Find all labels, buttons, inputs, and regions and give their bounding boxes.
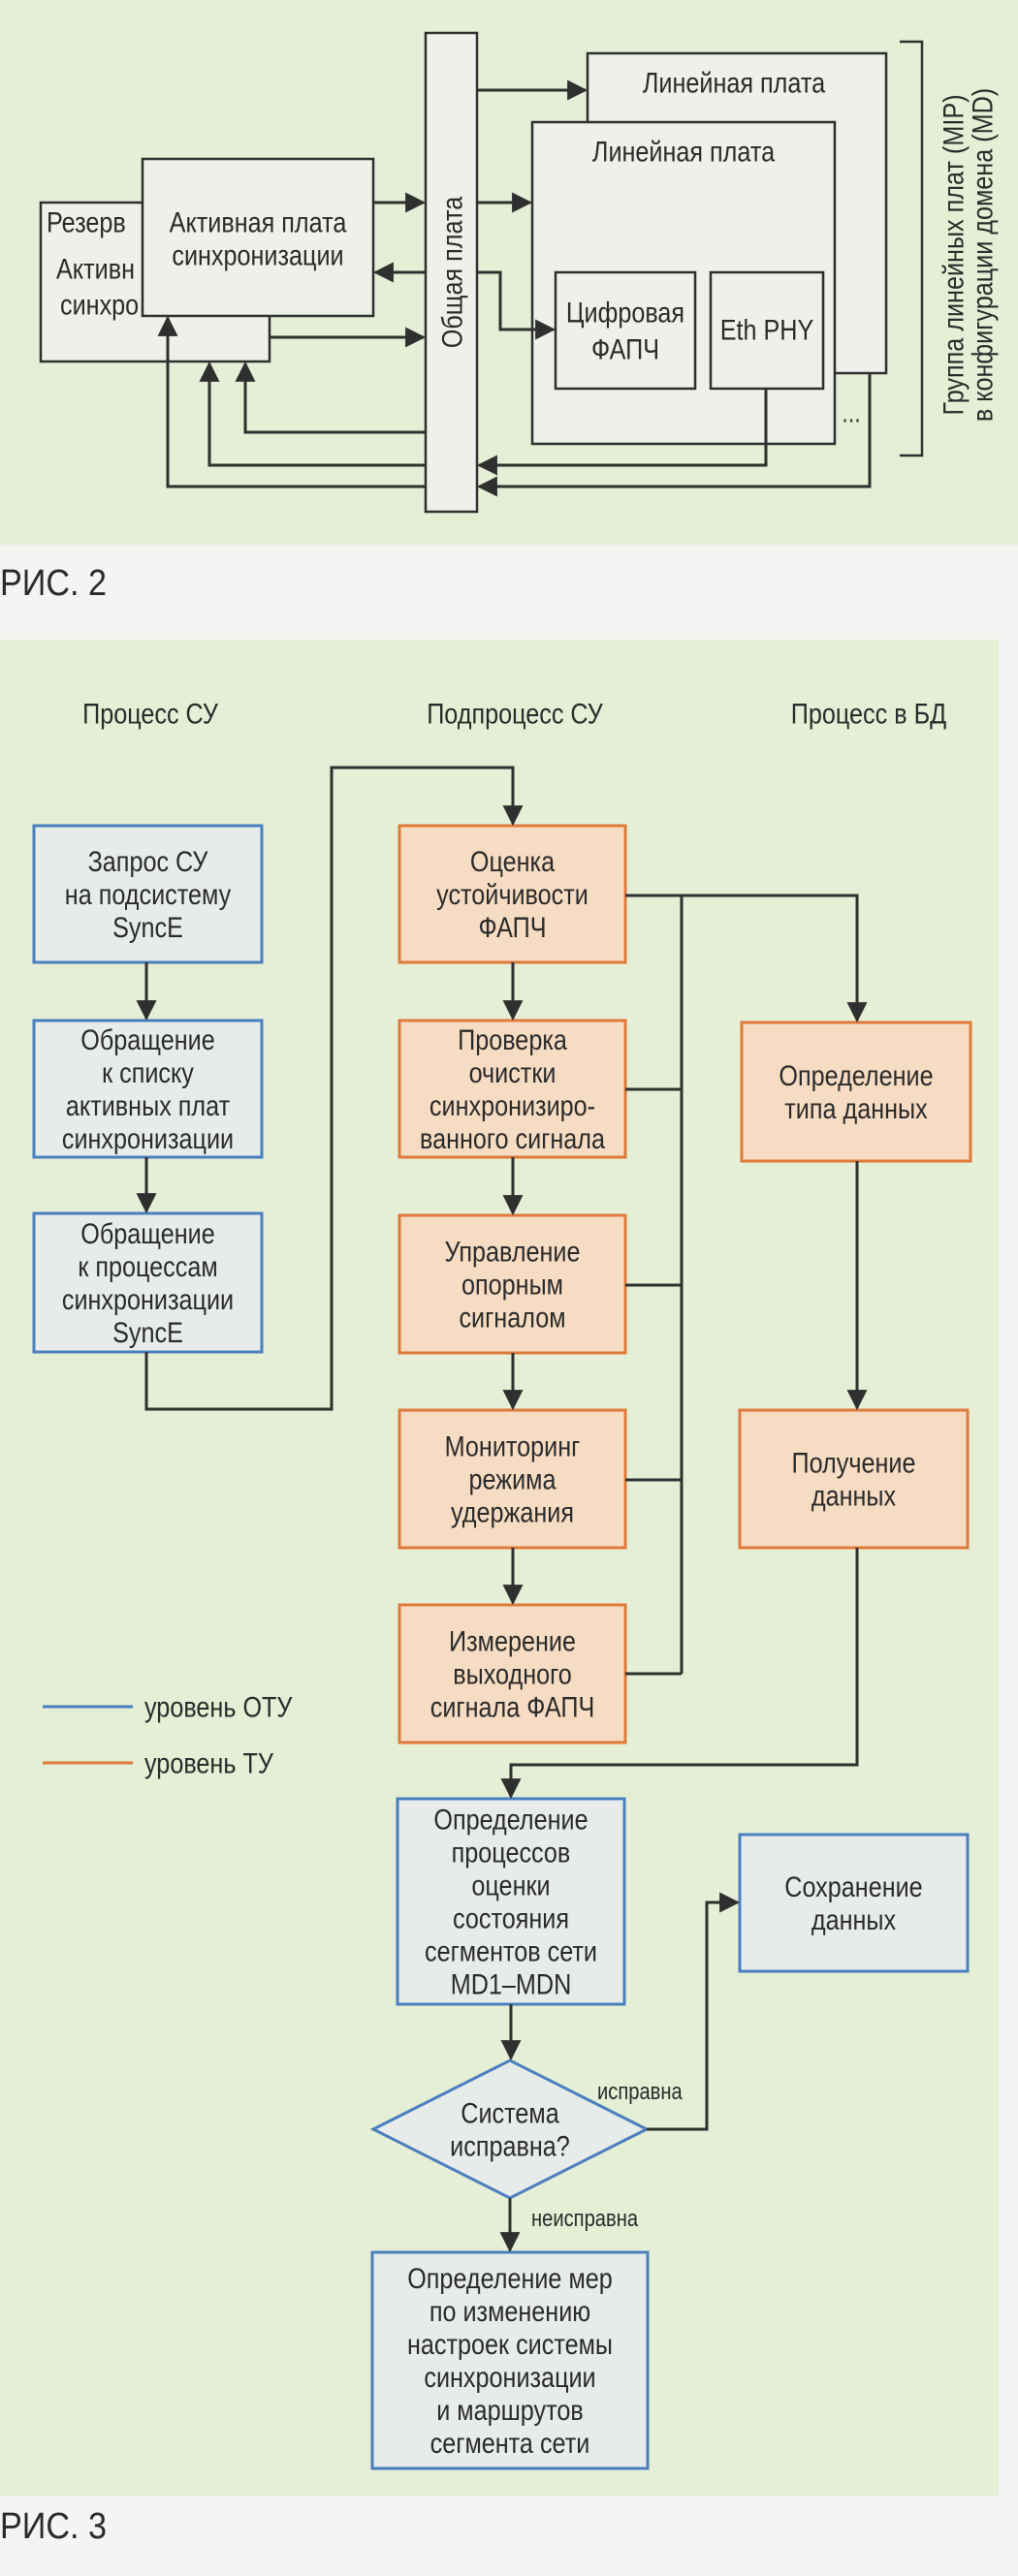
process-box-text: сегмента сети [430, 2427, 590, 2460]
process-box-text: Получение [792, 1446, 916, 1479]
process-box-text: SyncE [112, 1316, 183, 1349]
process-box-text: SyncE [112, 911, 183, 944]
process-box-synce-processes [32, 1211, 264, 1354]
process-box-text: процессов [452, 1836, 571, 1869]
line-card-label: Линейная плата [643, 66, 826, 99]
process-box-data-receive [738, 1408, 970, 1550]
process-box-text: активных плат [66, 1089, 231, 1122]
legend-label: уровень ТУ [144, 1746, 273, 1779]
process-box-text: Обращение [80, 1217, 214, 1250]
arrow-connector [500, 1548, 859, 1800]
process-box-text: выходного [453, 1657, 571, 1690]
process-box-text: удержания [451, 1495, 574, 1528]
reserve-card-label: синхро [60, 288, 139, 321]
digital-pll-label: ФАПЧ [591, 332, 659, 365]
yes-branch-label: исправна [597, 2078, 683, 2104]
process-box-text: режима [469, 1462, 557, 1495]
figure-2-caption: РИС. 2 [0, 561, 107, 603]
column-header: Подпроцесс СУ [427, 697, 603, 730]
process-box-text: синхронизации [62, 1122, 234, 1155]
process-box-text: оценки [471, 1869, 550, 1901]
process-box-text: Оценка [470, 845, 556, 878]
no-branch-label: неисправна [531, 2205, 639, 2231]
arrow-connector [625, 894, 868, 1023]
process-box-text: синхронизации [62, 1283, 234, 1316]
process-box-active-cards-list [32, 1019, 264, 1159]
arrow-connector [476, 389, 768, 476]
arrow-connector [476, 373, 872, 497]
line-card-label: Линейная плата [592, 135, 776, 168]
process-box-text: данных [811, 1479, 896, 1512]
more-cards-ellipsis: ... [842, 399, 861, 428]
process-box-text: типа данных [784, 1092, 928, 1125]
process-box-text: настроек системы [407, 2328, 613, 2361]
process-box-text: синхронизации [424, 2361, 595, 2394]
arrow-connector [157, 315, 426, 488]
process-box-text: Определение [779, 1059, 933, 1092]
common-board [424, 31, 479, 514]
decision-text: исправна? [450, 2129, 570, 2162]
process-box-text: к списку [102, 1056, 194, 1089]
process-box-text: устойчивости [436, 878, 589, 911]
column-header: Процесс СУ [82, 697, 218, 730]
process-box-text: данных [811, 1903, 896, 1936]
process-box-text: сегментов сети [425, 1934, 597, 1967]
process-box-corrective-measures [370, 2250, 650, 2470]
process-box-text: состояния [453, 1901, 569, 1934]
digital-pll-block [554, 270, 697, 391]
process-box-text: Мониторинг [445, 1429, 581, 1462]
process-box-pll-stability [398, 824, 627, 964]
arrow-connector [199, 361, 426, 467]
group-label: Группа линейных плат (MIP) [937, 94, 970, 415]
process-box-holdover-monitoring [398, 1408, 627, 1550]
figure-3-caption: РИС. 3 [0, 2504, 107, 2546]
column-header: Процесс в БД [791, 697, 947, 730]
process-box-text: Проверка [458, 1023, 567, 1056]
process-box-text: Сохранение [784, 1870, 922, 1903]
active-card-label: синхронизации [172, 238, 343, 271]
process-box-text: очистки [469, 1056, 557, 1089]
process-box-text: сигналом [459, 1301, 565, 1334]
decision-text: Система [461, 2096, 559, 2129]
process-box-su-request [32, 824, 264, 964]
process-box-text: сигнала ФАПЧ [430, 1690, 594, 1723]
figure-3-flowchart: Процесс СУ Подпроцесс СУ Процесс в БД Запро… [0, 640, 999, 2547]
process-box-text: и маршрутов [436, 2394, 584, 2427]
active-sync-card [141, 157, 375, 318]
process-box-text: по изменению [429, 2295, 590, 2328]
eth-phy-label: Eth PHY [720, 313, 814, 346]
legend-label: уровень ОТУ [144, 1690, 293, 1723]
process-box-text: Запрос СУ [88, 845, 208, 878]
process-box-text: синхронизиро- [429, 1089, 595, 1122]
active-card-label: Активная плата [170, 205, 347, 238]
digital-pll-label: Цифровая [566, 296, 684, 329]
process-box-text: ФАПЧ [479, 911, 547, 944]
process-box-text: ванного сигнала [420, 1122, 606, 1155]
group-bracket [900, 40, 924, 457]
process-box-text: Обращение [80, 1023, 214, 1056]
common-board-label: Общая плата [435, 196, 468, 348]
process-box-text: Измерение [449, 1624, 576, 1657]
process-box-pll-output-measure [398, 1603, 627, 1744]
process-box-text: на подсистему [65, 878, 232, 911]
process-box-text: к процессам [78, 1250, 217, 1283]
process-box-text: Определение [433, 1803, 588, 1836]
arrow-connector [647, 1892, 741, 2131]
process-box-segment-assessment [396, 1797, 626, 2006]
arrow-connector [235, 361, 426, 434]
arrow-connector [477, 270, 557, 340]
process-box-text: Определение мер [407, 2262, 613, 2295]
process-box-reference-control [398, 1213, 627, 1355]
reserve-card-label: Активн [56, 252, 135, 285]
arrow-connector [144, 766, 524, 1411]
process-box-text: Управление [444, 1235, 580, 1268]
group-label: в конфигурации домена (MD) [966, 88, 999, 422]
process-box-text: MD1–MDN [451, 1967, 572, 2000]
reserve-card-label: Резерв [47, 205, 126, 238]
process-box-text: опорным [461, 1268, 563, 1301]
process-box-data-type [740, 1021, 972, 1163]
